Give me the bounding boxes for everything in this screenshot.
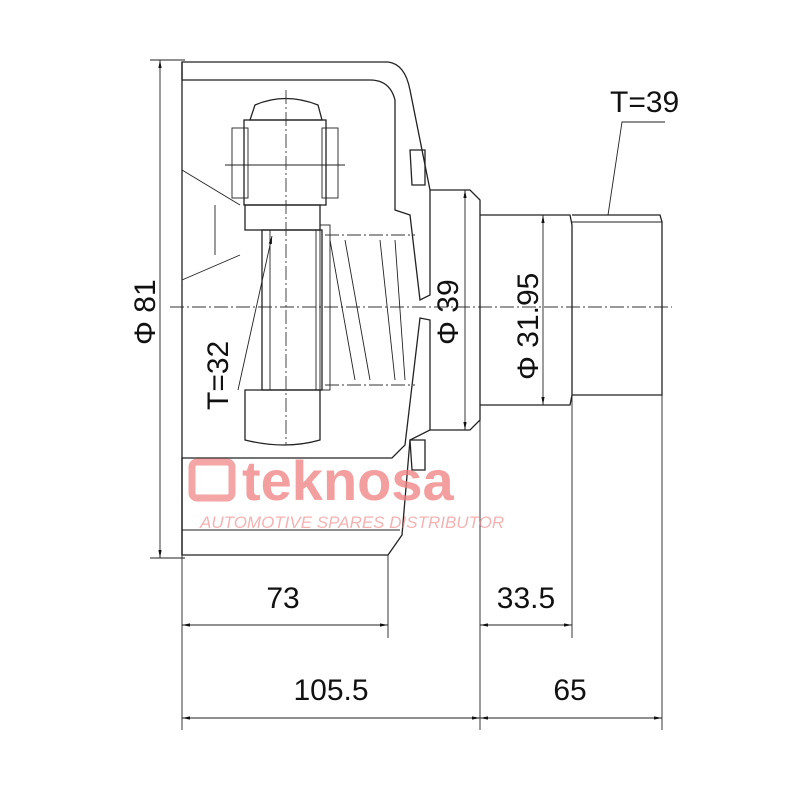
dimension-housing-length: 73: [182, 582, 388, 627]
dimension-shaft-length: 33.5: [480, 582, 572, 627]
dim-phi-81: Φ 81: [129, 279, 162, 345]
dimension-neck-diameter: Φ 39: [432, 190, 467, 430]
dim-65: 65: [553, 674, 586, 707]
stub-shaft: [430, 189, 663, 431]
watermark-tagline: AUTOMOTIVE SPARES DISTRIBUTOR: [199, 513, 504, 532]
dimension-outer-diameter: Φ 81: [129, 59, 185, 559]
dimension-total-left-length: 105.5: [182, 674, 480, 720]
label-t-39: T=39: [610, 86, 679, 119]
dim-33-5: 33.5: [497, 582, 555, 615]
dim-105-5: 105.5: [293, 674, 368, 707]
label-t-32: T=32: [202, 341, 235, 410]
dim-phi-39: Φ 39: [432, 279, 465, 345]
dim-phi-31-95: Φ 31.95: [512, 273, 545, 380]
dim-73: 73: [266, 582, 299, 615]
callout-outer-teeth: T=39: [607, 86, 679, 216]
watermark-brand: teknosa: [242, 449, 454, 512]
extension-lines: [181, 395, 663, 730]
dimension-shaft-diameter: Φ 31.95: [512, 215, 545, 405]
teknosa-watermark: teknosa AUTOMOTIVE SPARES DISTRIBUTOR: [188, 449, 504, 532]
watermark-logo-icon: [188, 458, 236, 502]
dimension-stub-length: 65: [480, 674, 662, 720]
housing-section: [181, 61, 431, 556]
callout-inner-teeth: T=32: [202, 235, 273, 410]
